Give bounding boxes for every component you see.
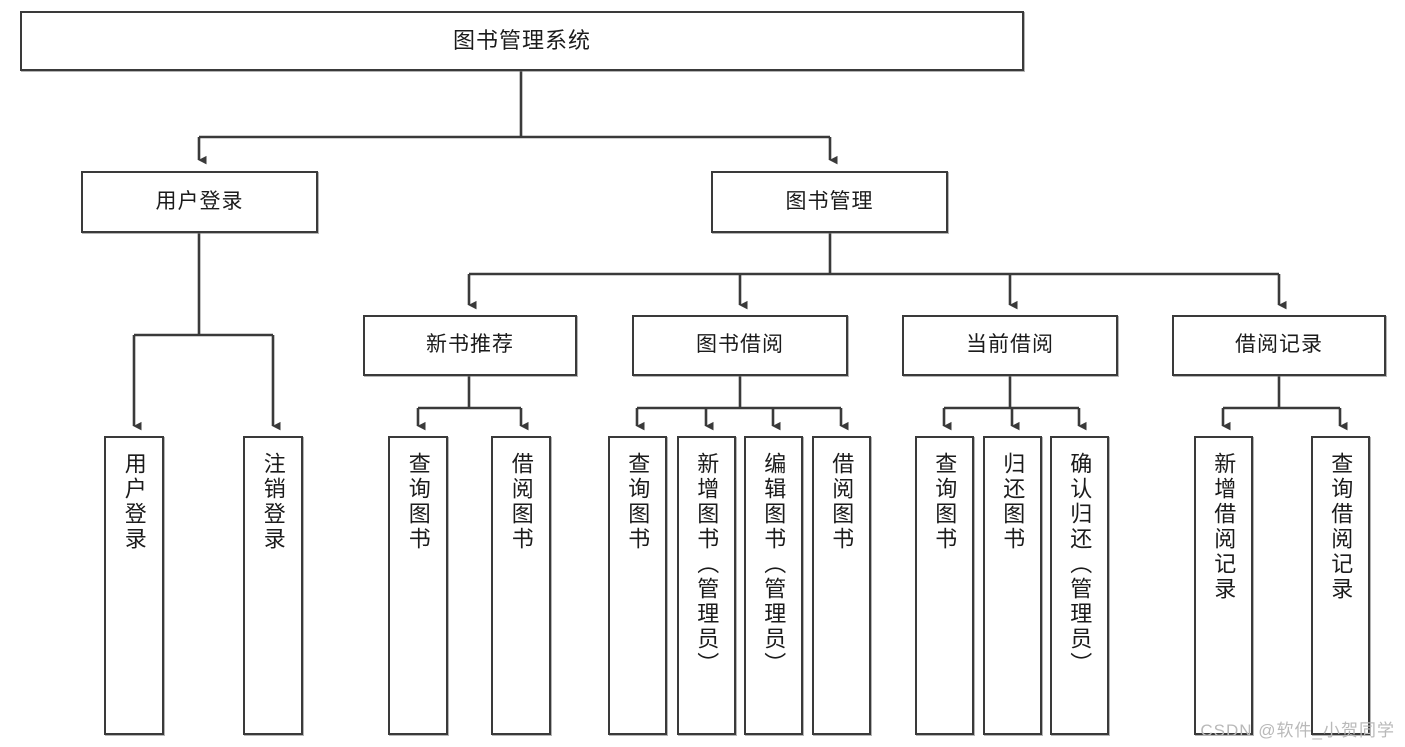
node-label: 借阅记录 <box>1235 333 1323 357</box>
node-label: 图书管理 <box>785 189 874 213</box>
node-label: 查询图书 <box>625 452 651 552</box>
node-label: 新增借阅记录 <box>1211 452 1237 602</box>
node-label: 查询图书 <box>405 452 431 552</box>
node-label: 图书借阅 <box>696 333 784 357</box>
node-label: 用户登录 <box>155 189 244 213</box>
node-label: 图书管理系统 <box>452 28 591 54</box>
leaf-current-query-book[interactable]: 查询图书 <box>915 436 974 735</box>
leaf-current-confirm-return-admin[interactable]: 确认归还（管理员） <box>1050 436 1109 735</box>
node-root-system[interactable]: 图书管理系统 <box>20 11 1024 71</box>
leaf-borrow-add-book-admin[interactable]: 新增图书（管理员） <box>677 436 736 735</box>
node-label: 查询图书 <box>932 452 958 552</box>
leaf-user-login-signout[interactable]: 注销登录 <box>243 436 303 735</box>
leaf-recommend-query-book[interactable]: 查询图书 <box>388 436 448 735</box>
leaf-user-login-signin[interactable]: 用户登录 <box>104 436 164 735</box>
leaf-recommend-borrow-book[interactable]: 借阅图书 <box>491 436 551 735</box>
node-label: 借阅图书 <box>829 452 855 552</box>
watermark-text: CSDN @软件_小贺同学 <box>1200 721 1395 740</box>
node-borrow-record[interactable]: 借阅记录 <box>1172 315 1386 376</box>
node-label: 新增图书（管理员） <box>694 452 720 677</box>
leaf-borrow-borrow-book[interactable]: 借阅图书 <box>812 436 871 735</box>
node-label: 编辑图书（管理员） <box>761 452 787 677</box>
node-label: 注销登录 <box>260 452 286 552</box>
node-book-borrow[interactable]: 图书借阅 <box>632 315 848 376</box>
leaf-current-return-book[interactable]: 归还图书 <box>983 436 1042 735</box>
node-label: 借阅图书 <box>508 452 534 552</box>
node-label: 查询借阅记录 <box>1328 452 1354 602</box>
node-new-book-recommend[interactable]: 新书推荐 <box>363 315 577 376</box>
node-label: 用户登录 <box>121 452 147 552</box>
node-book-management[interactable]: 图书管理 <box>711 171 948 233</box>
leaf-record-add-record[interactable]: 新增借阅记录 <box>1194 436 1253 735</box>
node-label: 确认归还（管理员） <box>1067 452 1093 677</box>
node-user-login[interactable]: 用户登录 <box>81 171 318 233</box>
leaf-borrow-edit-book-admin[interactable]: 编辑图书（管理员） <box>744 436 803 735</box>
node-current-borrow[interactable]: 当前借阅 <box>902 315 1118 376</box>
node-label: 归还图书 <box>1000 452 1026 552</box>
leaf-record-query-record[interactable]: 查询借阅记录 <box>1311 436 1370 735</box>
leaf-borrow-query-book[interactable]: 查询图书 <box>608 436 667 735</box>
node-label: 当前借阅 <box>966 333 1054 357</box>
node-label: 新书推荐 <box>426 333 514 357</box>
